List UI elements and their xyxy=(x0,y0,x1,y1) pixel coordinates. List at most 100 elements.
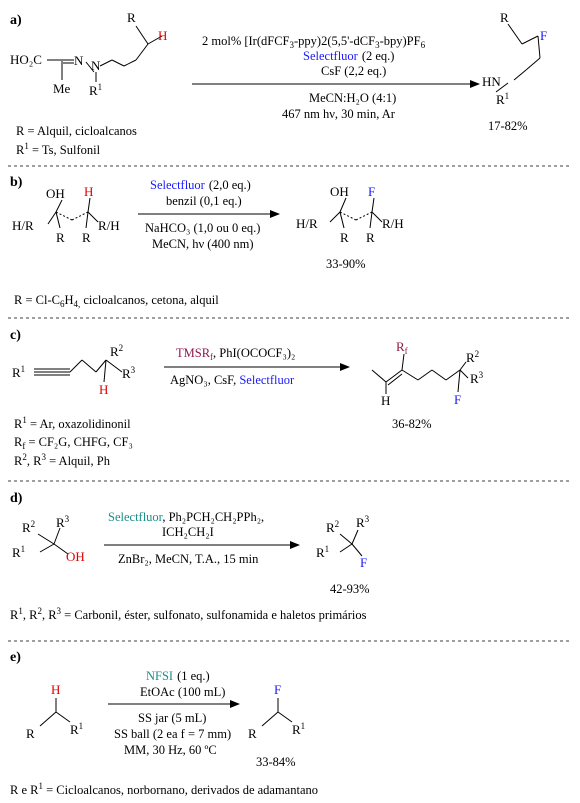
panel-a-ho2c: HO₂C xyxy=(10,52,42,67)
panel-d-product-bonds xyxy=(339,529,363,557)
panel-c-tmsr: TMSRf, PhI(OCOCF₃)₂ xyxy=(176,346,295,362)
panel-a-me: Me xyxy=(53,81,71,96)
panel-c-r1: R1 xyxy=(12,364,25,380)
panel-e-h-red: H xyxy=(51,682,60,697)
panel-c-prod-h: H xyxy=(381,393,390,408)
panel-b-prod-f: F xyxy=(368,184,375,199)
panel-b-rh: R/H xyxy=(98,218,120,233)
panel-c-conditions: AgNO₃, CsF, Selectfluor xyxy=(170,373,295,387)
panel-a-note-r: R = Alquil, cicloalcanos xyxy=(16,124,137,138)
panel-b-light: MeCN, hν (400 nm) xyxy=(152,237,253,251)
panel-b-benzil: benzil (0,1 eq.) xyxy=(166,194,242,208)
panel-e-ball: SS ball (2 ea f = 7 mm) xyxy=(114,727,231,741)
panel-d-label: d) xyxy=(10,491,23,506)
panel-d-reagents: Selectfluor, Ph₂PCH₂CH₂PPh₂, xyxy=(108,510,264,524)
panel-d-prod-r3: R3 xyxy=(356,514,370,530)
panel-c: c) R1 R2 R3 H TMSRf, PhI(OCOCF₃)₂ AgNO₃,… xyxy=(10,328,484,468)
panel-b-prod-hr: H/R xyxy=(296,216,318,231)
panel-d-arrowhead xyxy=(290,541,300,549)
panel-e-note: R e R1 = Cicloalcanos, norbornano, deriv… xyxy=(10,781,318,797)
panel-e-prod-r: R xyxy=(248,726,257,741)
panel-b-prod-oh: OH xyxy=(330,184,349,199)
panel-b-hr: H/R xyxy=(12,218,34,233)
panel-d-prod-f: F xyxy=(360,555,367,570)
panel-e-arrowhead xyxy=(230,700,240,708)
panel-e-yield: 33-84% xyxy=(256,755,296,769)
panel-c-arrowhead xyxy=(340,363,350,371)
panel-d-diiodoethane: ICH₂CH₂I xyxy=(162,525,214,539)
panel-e-reactant-bonds xyxy=(39,698,71,727)
panel-a-prod-r: R xyxy=(500,10,509,25)
panel-b-yield: 33-90% xyxy=(326,257,366,271)
panel-d-note: R1, R2, R3 = Carbonil, éster, sulfonato,… xyxy=(10,606,367,622)
panel-d-conditions: ZnBr₂, MeCN, T.A., 15 min xyxy=(118,552,259,566)
panel-c-note-r1: R1 = Ar, oxazolidinonil xyxy=(14,415,131,431)
panel-a-n2: N xyxy=(91,58,101,73)
panel-c-product-bonds xyxy=(371,353,469,394)
panel-b-arrowhead xyxy=(270,210,280,218)
panel-a-selectfluor: Selectfluor(2 eq.) xyxy=(303,49,394,63)
panel-c-r2: R2 xyxy=(110,343,123,359)
panel-b-prod-r-a: R xyxy=(340,230,349,245)
panel-a-label: a) xyxy=(10,13,22,28)
panel-a-prod-hn: HN xyxy=(482,74,501,89)
panel-a-prod-r1: R1 xyxy=(496,91,509,107)
panel-d-prod-r1: R1 xyxy=(316,544,329,560)
panel-b-oh: OH xyxy=(46,186,65,201)
panel-b-product-bonds xyxy=(329,197,383,229)
panel-separators xyxy=(8,165,572,642)
panel-b-note: R = Cl-C6H4, cicloalcanos, cetona, alqui… xyxy=(14,293,219,309)
panel-b-prod-r-b: R xyxy=(366,230,375,245)
panel-e-prod-f: F xyxy=(274,682,281,697)
panel-e-r: R xyxy=(26,726,35,741)
panel-b-label: b) xyxy=(10,175,23,190)
panel-c-r3: R3 xyxy=(122,365,136,381)
panel-a-csf: CsF (2,2 eq.) xyxy=(321,64,386,78)
panel-a-light: 467 nm hν, 30 min, Ar xyxy=(282,107,396,121)
panel-b-prod-rh: R/H xyxy=(382,216,404,231)
panel-e: e) H R R1 NFSI(1 eq.) EtOAc (100 mL) SS … xyxy=(10,650,318,797)
panel-a-prod-f: F xyxy=(540,28,547,43)
panel-c-reactant-bonds xyxy=(34,359,123,383)
panel-a-n1: N xyxy=(74,53,84,68)
panel-d-r1: R1 xyxy=(12,544,25,560)
panel-d-r3: R3 xyxy=(56,514,70,530)
panel-c-label: c) xyxy=(10,328,21,343)
panel-d-prod-r2: R2 xyxy=(326,519,339,535)
panel-e-nfsi: NFSI(1 eq.) xyxy=(146,669,210,683)
panel-e-prod-r1: R1 xyxy=(292,721,305,737)
panel-a-reactant-bonds xyxy=(47,25,163,82)
panel-a-catalyst: 2 mol% [Ir(dFCF3-ppy)2(5,5'-dCF3-bpy)PF6 xyxy=(202,34,426,50)
panel-b-r-b: R xyxy=(82,230,91,245)
panel-d: d) R2 R3 R1 OH Selectfluor, Ph₂PCH₂CH₂PP… xyxy=(10,491,370,622)
panel-e-label: e) xyxy=(10,650,21,665)
panel-c-prod-rf: Rf xyxy=(396,339,408,356)
panel-a-r1: R1 xyxy=(89,82,102,98)
panel-a-r-top: R xyxy=(127,10,136,25)
panel-b: b) OH H H/R R/H R R Selectfluor(2,0 eq.)… xyxy=(10,175,404,309)
panel-e-r1: R1 xyxy=(70,721,83,737)
panel-b-selectfluor: Selectfluor(2,0 eq.) xyxy=(150,178,251,192)
panel-c-prod-f: F xyxy=(454,392,461,407)
panel-c-note-rf: Rf = CF₂G, CHFG, CF₃ xyxy=(14,435,133,451)
panel-c-note-r2r3: R2, R3 = Alquil, Ph xyxy=(14,452,111,468)
panel-c-h-red: H xyxy=(99,382,108,397)
panel-a-note-r1: R1 = Ts, Sulfonil xyxy=(16,141,101,157)
panel-c-prod-r2: R2 xyxy=(466,349,479,365)
panel-b-base: NaHCO₃ (1,0 ou 0 eq.) xyxy=(145,221,260,235)
panel-c-prod-r3: R3 xyxy=(470,370,484,386)
panel-e-mill: MM, 30 Hz, 60 ºC xyxy=(124,743,217,757)
panel-a-solvent: MeCN:H₂O (4:1) xyxy=(309,91,396,105)
panel-a-h-red: H xyxy=(158,28,167,43)
panel-e-jar: SS jar (5 mL) xyxy=(138,711,206,725)
panel-e-solvent: EtOAc (100 mL) xyxy=(140,685,225,699)
panel-a-product-bonds xyxy=(495,23,541,93)
panel-a-yield: 17-82% xyxy=(488,119,528,133)
panel-d-r2: R2 xyxy=(22,519,35,535)
panel-a: a) HO₂C N N Me R1 R H 2 mol% [Ir(dFCF3-p… xyxy=(10,10,547,157)
panel-c-yield: 36-82% xyxy=(392,417,432,431)
panel-e-product-bonds xyxy=(261,698,293,727)
panel-b-reactant-bonds xyxy=(47,197,99,229)
panel-d-oh-red: OH xyxy=(66,549,85,564)
